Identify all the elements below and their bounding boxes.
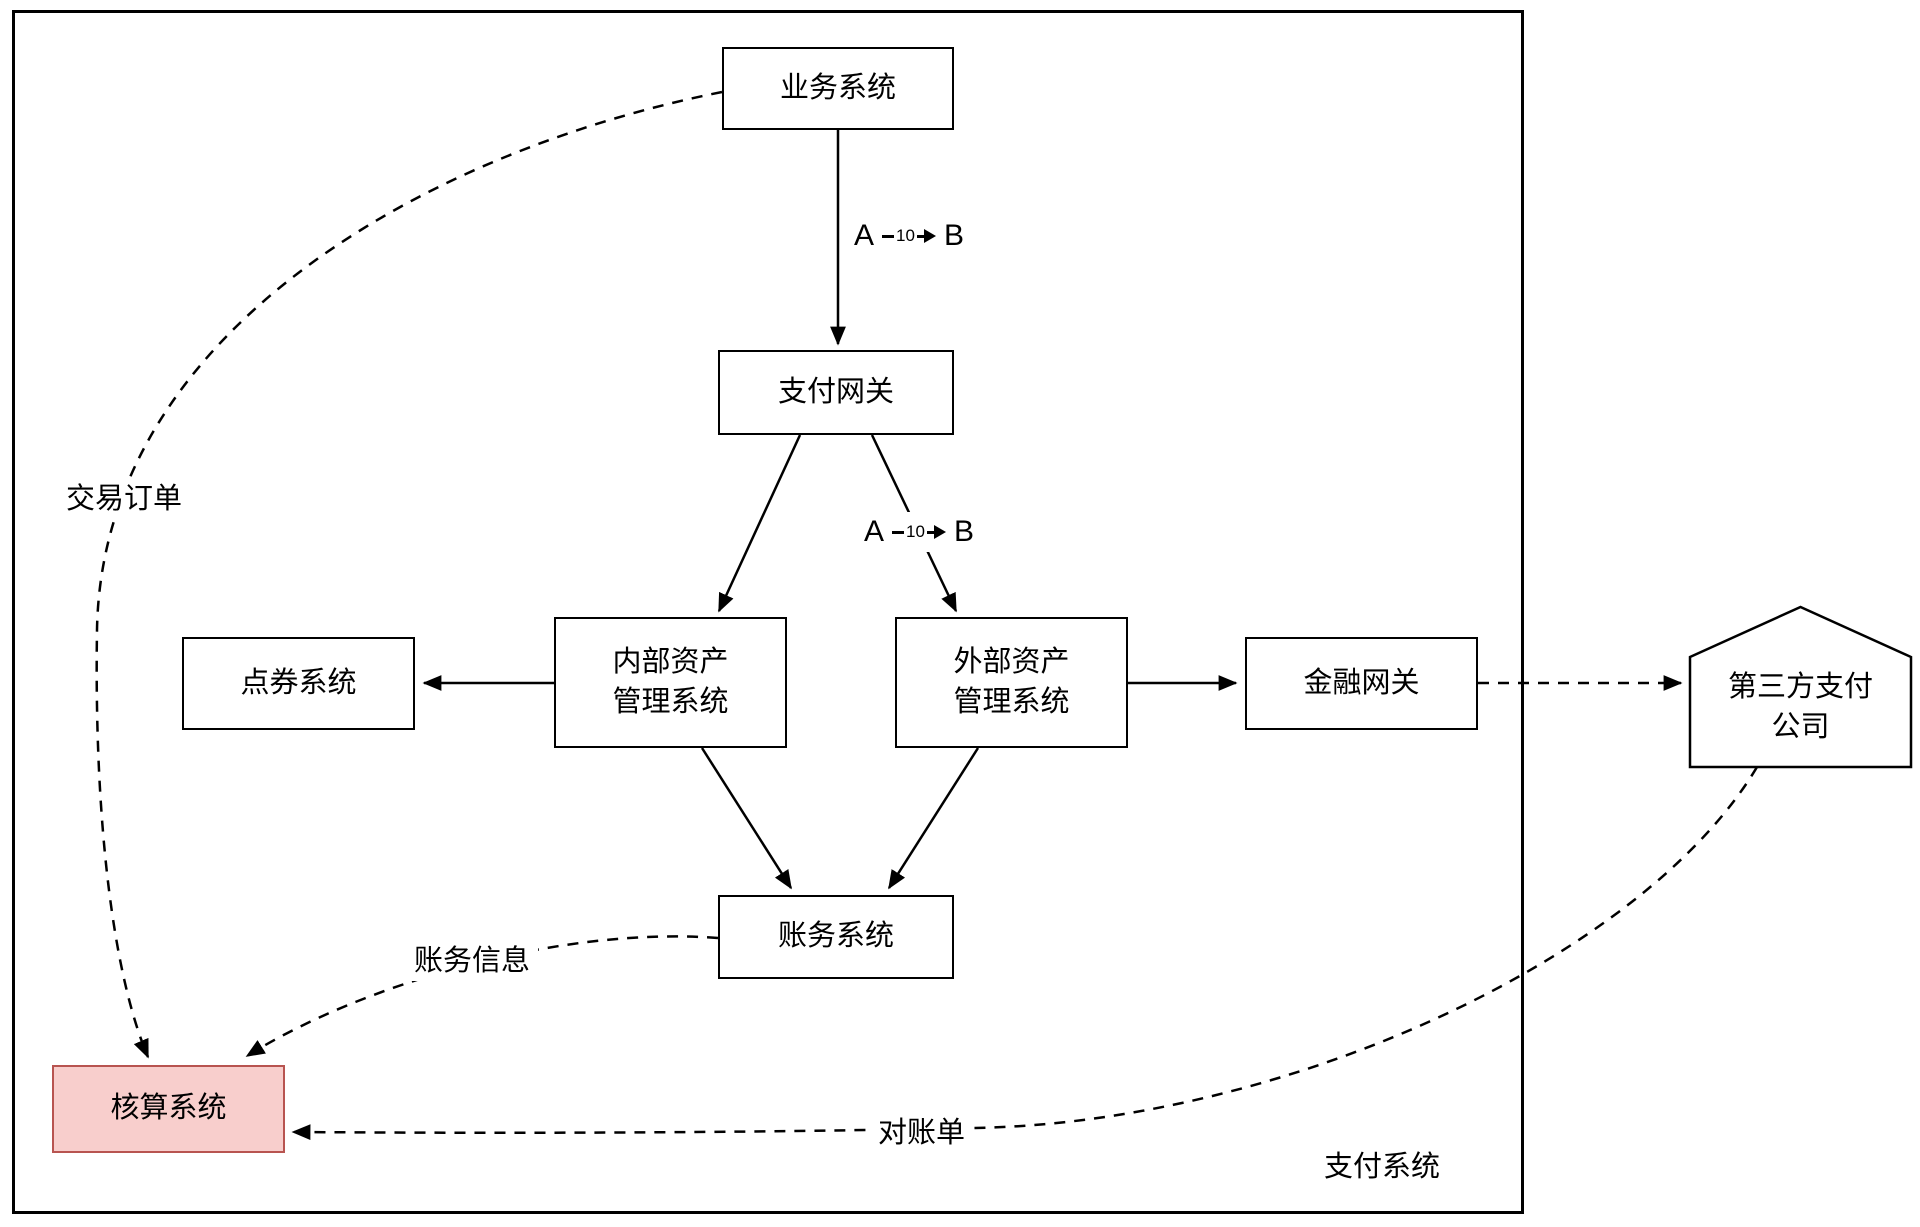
transfer-annotation-gateway-external: A 10 B (858, 512, 980, 552)
third-party-house-shape (1688, 605, 1913, 769)
edge-billing-to-reconciliation (245, 935, 719, 1058)
transfer-arrow-icon: 10 (882, 225, 936, 245)
transfer-from-label: A (854, 219, 875, 252)
edge-label-transaction-order: 交易订单 (58, 480, 191, 519)
node-payment-gateway: 支付网关 (718, 350, 954, 435)
node-business-system: 业务系统 (722, 47, 954, 130)
transfer-from-label: A (864, 515, 885, 548)
transfer-amount-label: 10 (896, 225, 915, 245)
node-financial-gateway: 金融网关 (1245, 637, 1478, 730)
transfer-to-label: B (953, 515, 974, 548)
node-voucher-system: 点券系统 (182, 637, 415, 730)
edge-internal-asset-to-billing (700, 747, 793, 890)
transfer-amount-label: 10 (906, 521, 925, 541)
edge-external-asset-to-billing (887, 747, 980, 890)
transfer-to-label: B (943, 219, 964, 252)
arrow-line-segment (882, 234, 895, 238)
payment-system-boundary-label: 支付系统 (1324, 1151, 1441, 1183)
edge-business-to-reconciliation (95, 90, 723, 1059)
arrow-line-segment (892, 530, 905, 534)
node-billing-system: 账务系统 (718, 895, 954, 979)
node-external-asset-management: 外部资产 管理系统 (895, 617, 1128, 748)
edge-label-billing-info: 账务信息 (406, 942, 539, 981)
edge-label-statement: 对账单 (870, 1114, 974, 1153)
edge-third-party-to-reconciliation (291, 766, 1759, 1141)
arrow-line-segment (926, 530, 934, 534)
node-internal-asset-management: 内部资产 管理系统 (554, 617, 787, 748)
node-third-party-payment-company: 第三方支付 公司 (1727, 671, 1873, 743)
arrowhead-icon (933, 525, 946, 539)
arrowhead-icon (923, 229, 936, 243)
transfer-arrow-icon: 10 (892, 521, 946, 541)
edge-gateway-to-internal-asset (717, 434, 802, 613)
transfer-annotation-business-gateway: A 10 B (848, 216, 970, 256)
node-reconciliation-system: 核算系统 (52, 1065, 285, 1153)
arrow-line-segment (916, 234, 924, 238)
